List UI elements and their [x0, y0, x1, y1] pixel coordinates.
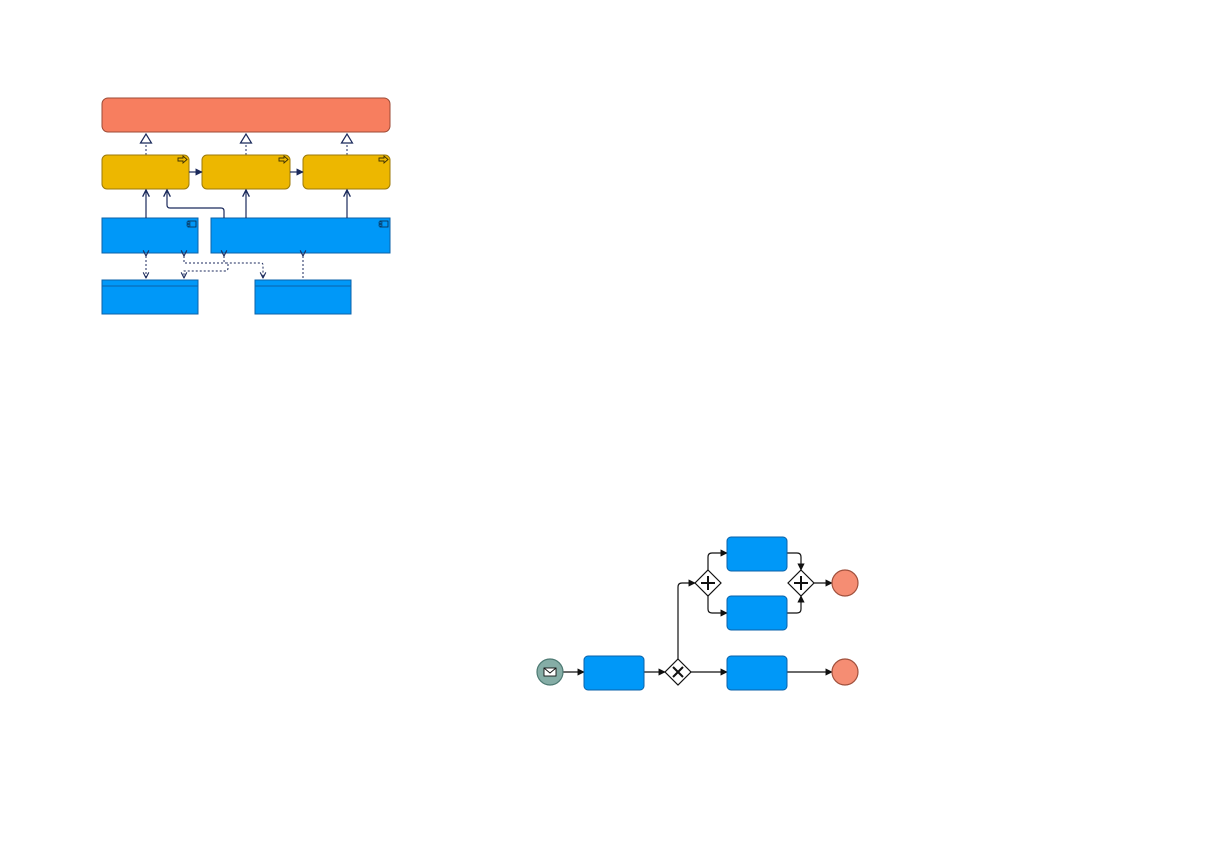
plus-icon [794, 576, 808, 590]
data-object[interactable] [254, 279, 352, 315]
x-mark-icon [672, 666, 684, 678]
parallel-gateway-split[interactable] [694, 569, 722, 597]
serving-connectors [146, 190, 347, 218]
parallel-gateway-join[interactable] [787, 569, 815, 597]
task[interactable] [726, 655, 788, 691]
process-arrow-icon [177, 155, 188, 164]
exclusive-gateway[interactable] [664, 658, 692, 686]
realization-connectors [139, 132, 354, 155]
goal-element[interactable] [101, 97, 391, 133]
sequence-flows [563, 549, 833, 676]
task[interactable] [726, 536, 788, 572]
sequence-flow[interactable] [677, 579, 696, 659]
envelope-icon [543, 667, 557, 677]
plus-icon [701, 576, 715, 590]
business-process[interactable] [201, 154, 291, 190]
business-process[interactable] [302, 154, 391, 190]
realization-arrow[interactable] [139, 132, 153, 155]
application-component[interactable] [210, 217, 391, 254]
process-arrow-icon [378, 155, 389, 164]
sequence-flow[interactable] [786, 595, 805, 614]
business-process[interactable] [101, 154, 190, 190]
access-connectors [146, 256, 303, 278]
task[interactable] [583, 655, 645, 691]
access-arrow[interactable] [224, 256, 263, 278]
archimate-view [101, 97, 391, 315]
component-icon [378, 220, 389, 228]
realization-arrow[interactable] [239, 132, 253, 155]
component-icon [186, 220, 197, 228]
task[interactable] [726, 595, 788, 631]
realization-arrow[interactable] [340, 132, 354, 155]
data-object[interactable] [101, 279, 199, 315]
start-event[interactable] [536, 658, 564, 686]
end-event[interactable] [831, 569, 859, 597]
access-arrow[interactable] [184, 256, 229, 278]
end-event[interactable] [831, 658, 859, 686]
process-arrow-icon [278, 155, 289, 164]
sequence-flow[interactable] [707, 596, 728, 617]
application-component[interactable] [101, 217, 199, 254]
serving-arrow[interactable] [167, 190, 225, 218]
sequence-flow[interactable] [707, 549, 728, 570]
bpmn-process [536, 536, 859, 691]
sequence-flow[interactable] [786, 552, 805, 571]
